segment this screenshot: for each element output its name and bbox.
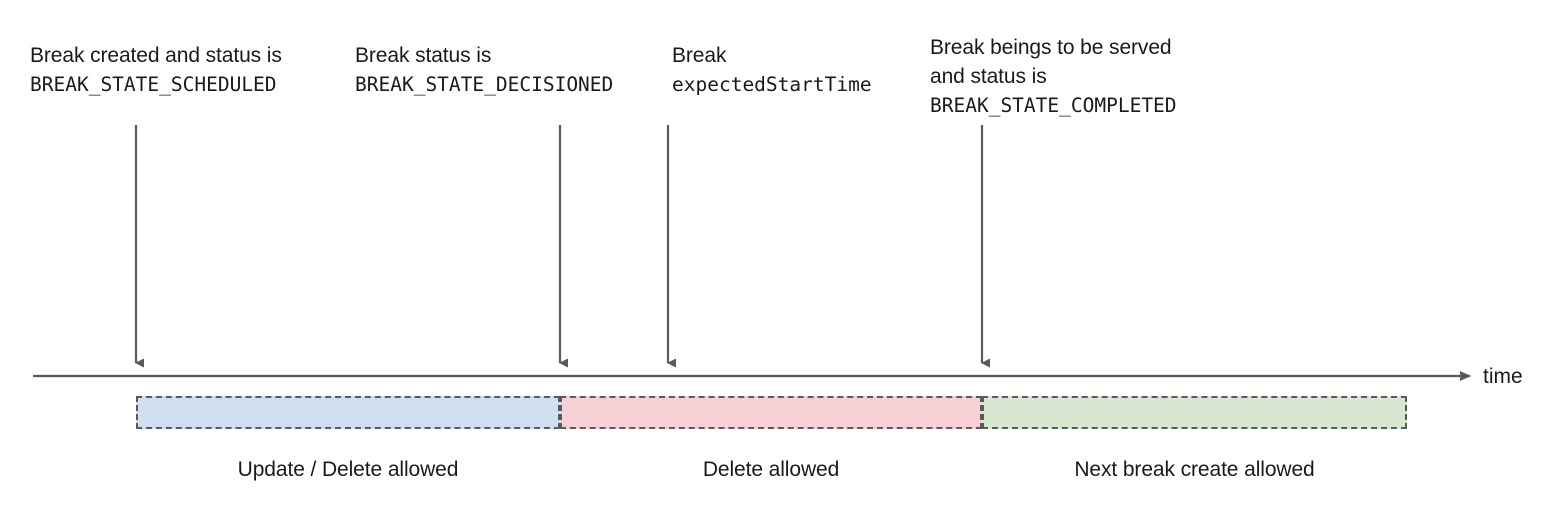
annotation-break-expected-start-time: Break expectedStartTime	[672, 41, 872, 99]
annotation-state-constant: BREAK_STATE_SCHEDULED	[30, 73, 277, 96]
annotation-line: Break	[672, 44, 727, 67]
phase-bar-delete-only	[560, 396, 982, 429]
time-axis-label: time	[1483, 365, 1523, 388]
phase-bar-update-delete	[136, 396, 560, 429]
annotation-line: and status is	[930, 65, 1047, 88]
annotation-break-decisioned: Break status is BREAK_STATE_DECISIONED	[355, 41, 613, 99]
annotation-line: Break status is	[355, 44, 492, 67]
annotation-field-name: expectedStartTime	[672, 73, 872, 96]
phase-bar-next-break-create	[982, 396, 1407, 429]
phase-caption-update-delete: Update / Delete allowed	[237, 458, 459, 481]
annotation-break-completed: Break beings to be served and status is …	[930, 33, 1177, 120]
phase-caption-next-break-create: Next break create allowed	[1074, 458, 1315, 481]
annotation-break-created: Break created and status is BREAK_STATE_…	[30, 41, 282, 99]
annotation-line: Break created and status is	[30, 44, 282, 67]
annotation-state-constant: BREAK_STATE_COMPLETED	[930, 94, 1177, 117]
annotation-state-constant: BREAK_STATE_DECISIONED	[355, 73, 614, 96]
phase-caption-delete-only: Delete allowed	[702, 458, 840, 481]
annotation-line: Break beings to be served	[930, 36, 1172, 59]
